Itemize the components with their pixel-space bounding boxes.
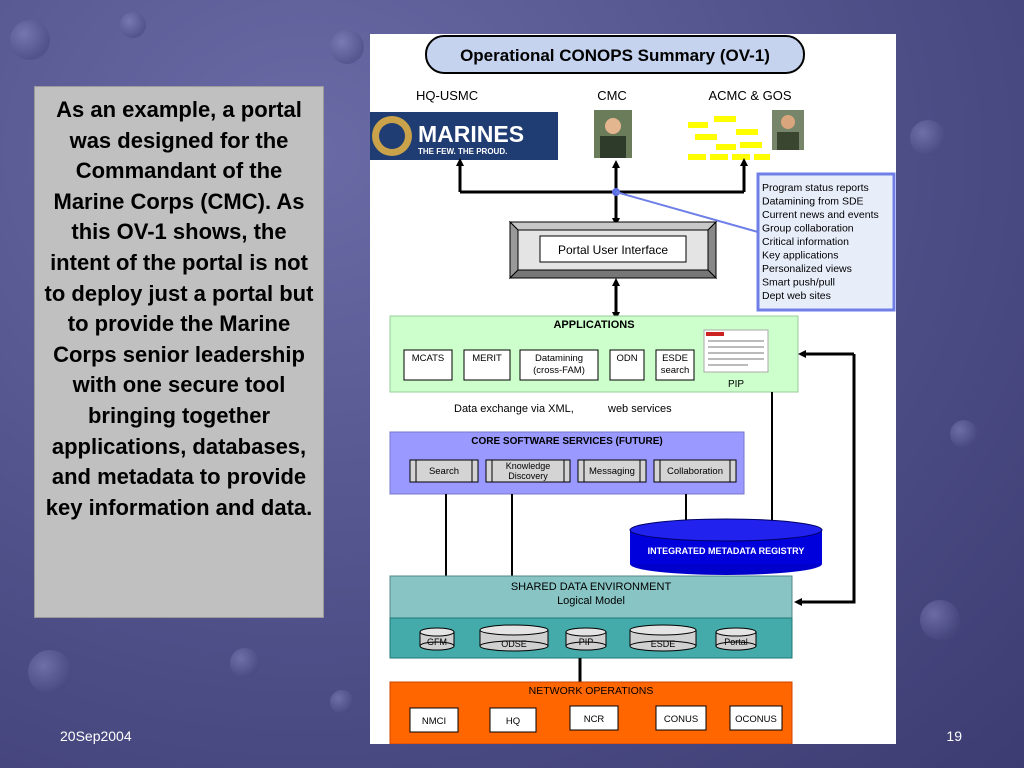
pip-label: PIP (728, 379, 744, 390)
svg-text:Program status reports D: Program status reports Datamining from S… (762, 182, 882, 302)
cmc-photo (594, 110, 632, 158)
feature-item: Program status reports (762, 182, 869, 194)
feature-item: Dept web sites (762, 290, 831, 302)
feature-item: Critical information (762, 236, 849, 248)
background-orb (28, 650, 72, 694)
data-store-esde: ESDE (629, 624, 697, 652)
sde-subtitle: Logical Model (557, 595, 625, 607)
sde-title: SHARED DATA ENVIRONMENT (511, 581, 672, 593)
network-conus: CONUS (655, 705, 707, 731)
data-store-pip: PIP (565, 627, 607, 651)
background-orb (330, 690, 354, 714)
background-orb (330, 30, 364, 64)
network-hq: HQ (489, 707, 537, 733)
feature-item: Datamining from SDE (762, 196, 864, 208)
acmc-gos-label: ACMC & GOS (708, 88, 791, 103)
svg-text:PIP: PIP (579, 637, 594, 647)
network-nmci: NMCI (409, 707, 459, 733)
applications-box: APPLICATIONS MCATS MERIT Datamining (cro… (389, 315, 799, 393)
core-services-title: CORE SOFTWARE SERVICES (FUTURE) (471, 436, 663, 447)
cmc-label: CMC (597, 88, 627, 103)
network-oconus: OCONUS (729, 705, 783, 731)
service-search: Search (409, 459, 479, 483)
svg-text:(cross-FAM): (cross-FAM) (533, 365, 585, 376)
svg-text:CONUS: CONUS (664, 714, 698, 725)
app-esde-search: ESDE search (655, 349, 695, 381)
data-store-portal: Portal (715, 627, 757, 651)
app-mcats: MCATS (403, 349, 453, 381)
description-text: As an example, a portal was designed for… (44, 97, 314, 520)
exchange-label-web: web services (607, 403, 672, 415)
exchange-label-xml: Data exchange via XML, (454, 403, 574, 415)
app-merit: MERIT (463, 349, 511, 381)
portal-features-box: Program status reports Datamining from S… (756, 172, 896, 312)
diagram-title-box: Operational CONOPS Summary (OV-1) (425, 35, 805, 74)
footer-date: 20Sep2004 (60, 728, 132, 744)
svg-text:Discovery: Discovery (508, 471, 548, 481)
callout-line (615, 191, 759, 233)
svg-text:NMCI: NMCI (422, 716, 446, 727)
marines-logo-word: MARINES (418, 121, 524, 147)
svg-text:MCATS: MCATS (412, 353, 445, 364)
feature-item: Smart push/pull (762, 277, 835, 289)
background-orb (10, 20, 50, 60)
marines-logo-tagline: THE FEW. THE PROUD. (418, 147, 507, 156)
network-operations: NETWORK OPERATIONS NMCI HQ NCR CONUS OCO… (389, 681, 793, 744)
metadata-registry: INTEGRATED METADATA REGISTRY (629, 518, 823, 575)
svg-text:NCR: NCR (584, 714, 605, 725)
svg-text:Portal: Portal (724, 637, 748, 647)
svg-text:Knowledge: Knowledge (506, 461, 551, 471)
svg-text:Datamining: Datamining (535, 353, 583, 364)
pip-screenshot (703, 329, 769, 373)
network-ncr: NCR (569, 705, 619, 731)
app-datamining: Datamining (cross-FAM) (519, 349, 599, 381)
arrow-loop-to-sde (794, 354, 856, 606)
feature-item: Personalized views (762, 263, 852, 275)
network-title: NETWORK OPERATIONS (529, 685, 654, 697)
acmc-org-chart (688, 116, 770, 160)
background-orb (920, 600, 960, 640)
core-services-box: CORE SOFTWARE SERVICES (FUTURE) Search K… (389, 431, 745, 495)
app-odn: ODN (609, 349, 645, 381)
background-orb (230, 648, 260, 678)
svg-text:Collaboration: Collaboration (667, 466, 723, 477)
diagram-title: Operational CONOPS Summary (OV-1) (460, 46, 770, 65)
svg-text:ODN: ODN (616, 353, 637, 364)
svg-text:ODSE: ODSE (501, 639, 527, 649)
hq-usmc-label: HQ-USMC (416, 88, 478, 103)
service-collaboration: Collaboration (653, 459, 737, 483)
acmc-photo (772, 110, 804, 150)
applications-title: APPLICATIONS (553, 319, 634, 331)
feature-item: Group collaboration (762, 223, 854, 235)
background-orb (120, 12, 146, 38)
ov1-diagram: Operational CONOPS Summary (OV-1) HQ-USM… (370, 34, 896, 744)
svg-text:Search: Search (429, 466, 459, 477)
background-orb (950, 420, 978, 448)
service-messaging: Messaging (577, 459, 647, 483)
svg-text:Messaging: Messaging (589, 466, 635, 477)
data-store-gfm: GFM (419, 627, 455, 651)
service-knowledge-discovery: Knowledge Discovery (485, 459, 571, 483)
svg-text:OCONUS: OCONUS (735, 714, 777, 725)
svg-text:HQ: HQ (506, 716, 520, 727)
svg-text:GFM: GFM (427, 637, 447, 647)
data-store-odse: ODSE (479, 624, 549, 652)
description-panel: As an example, a portal was designed for… (34, 86, 324, 618)
svg-text:MERIT: MERIT (472, 353, 502, 364)
portal-ui-label: Portal User Interface (558, 243, 668, 257)
metadata-registry-label: INTEGRATED METADATA REGISTRY (648, 546, 805, 556)
marines-logo: MARINES THE FEW. THE PROUD. (370, 112, 558, 160)
svg-text:ESDE: ESDE (651, 639, 676, 649)
feature-item: Key applications (762, 250, 838, 262)
portal-user-interface: Portal User Interface (508, 220, 718, 280)
svg-text:search: search (661, 365, 690, 376)
background-orb (910, 120, 946, 156)
svg-text:ESDE: ESDE (662, 353, 688, 364)
slide-number: 19 (946, 728, 962, 744)
feature-item: Current news and events (762, 209, 879, 221)
